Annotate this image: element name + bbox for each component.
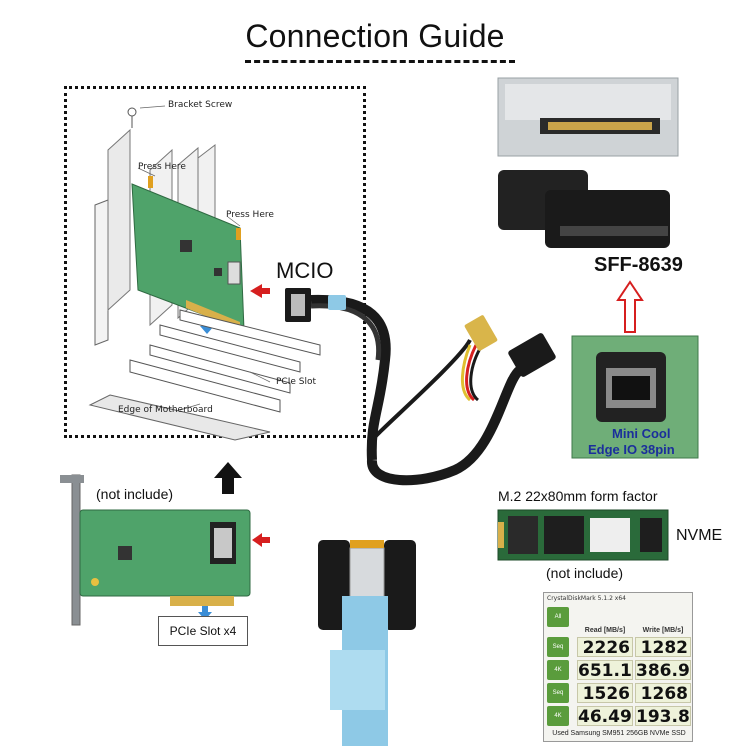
pcie-slot-label: PCIe Slot <box>276 377 317 387</box>
installation-illustration <box>88 105 321 441</box>
cdm-read-value: 2226 <box>577 637 633 658</box>
cdm-write-header: Write [MB/s] <box>642 627 684 634</box>
red-arrow-small-icon <box>252 533 270 547</box>
mcio-label: MCIO <box>276 258 334 283</box>
cdm-footer-caption: Used Samsung SM951 256GB NVMe SSD <box>552 730 686 737</box>
red-arrow-icon <box>250 284 270 298</box>
bracket-screw-icon <box>127 107 137 117</box>
press-here-label-2: Press Here <box>226 210 274 220</box>
cdm-write-value: 1282 <box>635 637 691 658</box>
cdm-row-label[interactable]: 4K Q32T1 <box>547 660 569 693</box>
edge-of-motherboard-label: Edge of Motherboard <box>118 405 213 415</box>
cdm-write-value: 193.8 <box>635 706 691 727</box>
cdm-row-label[interactable]: Seq Q32T1 <box>547 637 569 670</box>
cdm-write-value: 1268 <box>635 683 691 704</box>
cdm-all-button[interactable]: All <box>547 607 569 627</box>
cdm-read-value: 651.1 <box>577 660 633 681</box>
up-arrow-large-icon <box>214 462 242 494</box>
sff-8639-connector-photo <box>498 170 670 248</box>
title-underline <box>245 60 515 63</box>
u2-drive-photo <box>497 77 679 157</box>
mini-cool-label-line2: Edge IO 38pin <box>588 442 675 457</box>
not-include-label-card: (not include) <box>96 486 174 502</box>
sata-power-connector <box>464 315 498 351</box>
installation-diagram-frame <box>64 86 366 438</box>
up-arrow-icon <box>616 280 644 333</box>
m2-form-factor-label: M.2 22x80mm form factor <box>498 488 658 504</box>
crystaldiskmark-window: CrystalDiskMark 5.1.2 x64 All Read [MB/s… <box>543 592 693 742</box>
not-include-label-ssd: (not include) <box>546 565 624 581</box>
mini-cool-edge-photo <box>571 335 699 459</box>
pcie-slot-x4-box: PCIe Slot x4 <box>158 616 248 646</box>
cdm-read-value: 1526 <box>577 683 633 704</box>
pcie-card-photo <box>60 474 270 626</box>
bracket-screw-label: Bracket Screw <box>168 100 233 110</box>
press-here-label-1: Press Here <box>138 162 186 172</box>
cdm-read-value: 46.49 <box>577 706 633 727</box>
cdm-row-label[interactable]: 4K <box>547 706 569 726</box>
m2-nvme-photo <box>497 509 669 561</box>
sff-8639-label: SFF-8639 <box>594 254 683 276</box>
sff-8639-plug <box>508 333 556 377</box>
mini-cool-label-line1: Mini Cool <box>612 426 671 441</box>
nvme-label: NVME <box>676 527 723 544</box>
cdm-row-label[interactable]: Seq <box>547 683 569 703</box>
cdm-write-value: 386.9 <box>635 660 691 681</box>
page-title: Connection Guide <box>245 18 505 54</box>
mcio-cable <box>285 288 556 486</box>
cdm-read-header: Read [MB/s] <box>584 627 626 634</box>
mcio-plug-closeup <box>318 540 416 746</box>
cdm-window-title: CrystalDiskMark 5.1.2 x64 <box>547 595 626 602</box>
